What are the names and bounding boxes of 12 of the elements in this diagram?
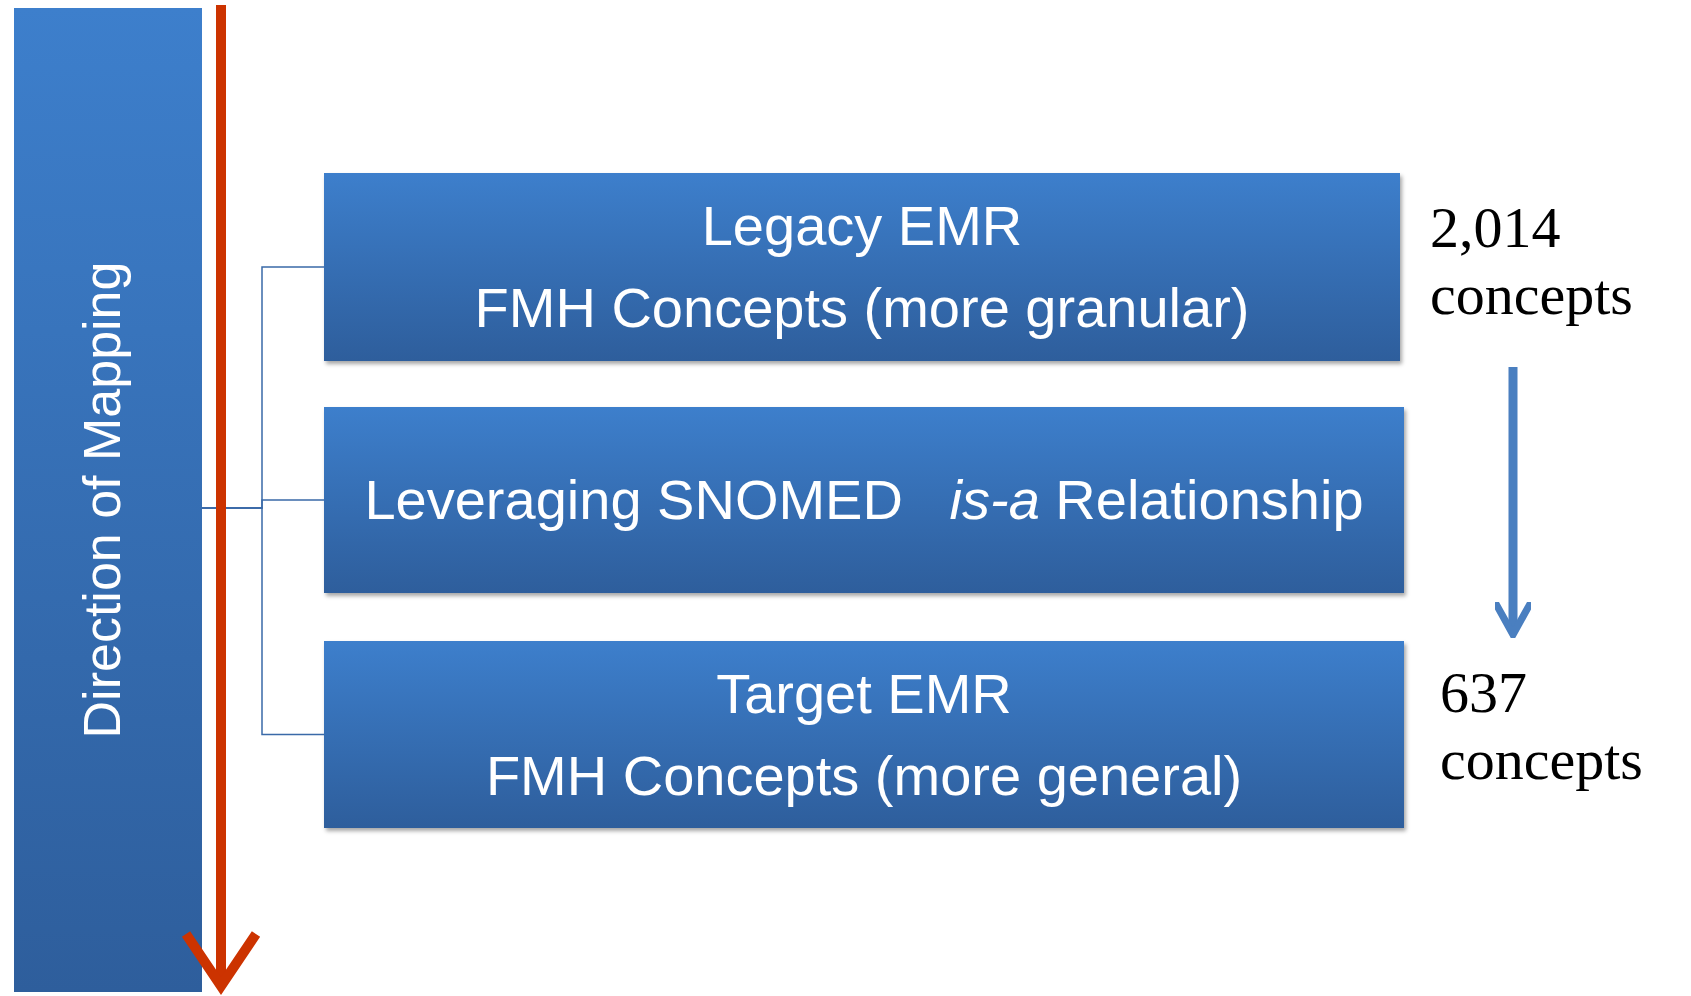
box-text: Leveraging SNOMED is-a Relationship bbox=[363, 469, 1365, 531]
connector-line bbox=[201, 507, 325, 736]
concept-count: 2,014 concepts bbox=[1430, 195, 1680, 345]
process-box bbox=[324, 173, 1400, 361]
vertical-banner bbox=[14, 8, 202, 992]
process-box bbox=[324, 407, 1404, 593]
box-text: Legacy EMR bbox=[700, 195, 1024, 257]
box-text: FMH Concepts (more general) bbox=[484, 744, 1244, 807]
box-text: FMH Concepts (more granular) bbox=[473, 277, 1251, 339]
box-text: Target EMR bbox=[715, 662, 1013, 725]
process-box bbox=[324, 641, 1404, 828]
concept-count: 637 concepts bbox=[1440, 660, 1690, 810]
